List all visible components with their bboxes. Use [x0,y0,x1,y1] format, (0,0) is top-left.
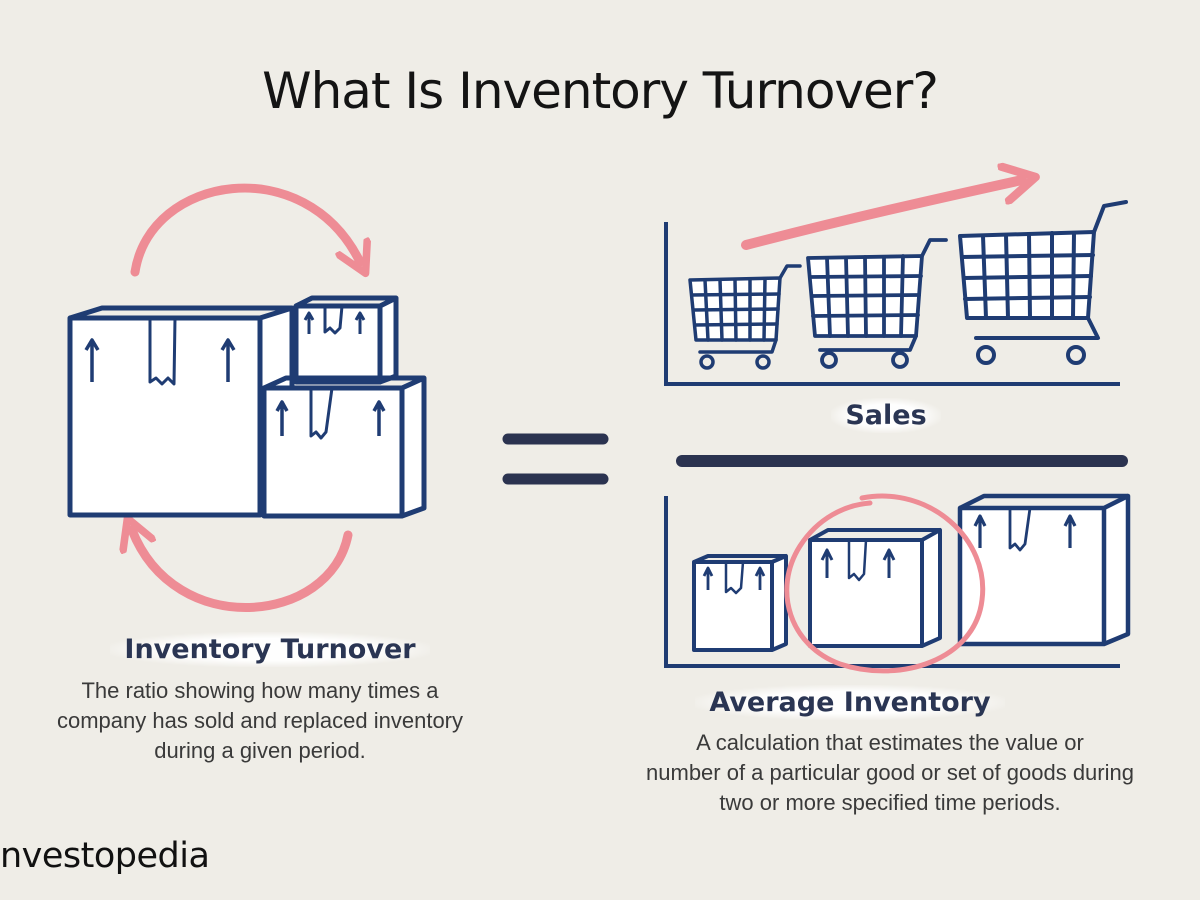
growth-arrow-icon [741,180,1022,250]
page-title: What Is Inventory Turnover? [262,62,939,120]
average-inventory-label-wrap: Average Inventory [660,685,1040,720]
cycle-arrow-bottom-icon [132,530,353,612]
sales-label-wrap: Sales [736,398,1036,433]
inventory-box-large-icon [957,493,1131,647]
average-inventory-description: A calculation that estimates the value o… [590,728,1190,818]
equals-icon [502,433,609,485]
description-line: two or more specified time periods. [719,790,1061,815]
sales-label: Sales [831,398,941,433]
description-line: The ratio showing how many times a [81,678,439,703]
inventory-turnover-description: The ratio showing how many times a compa… [0,676,520,766]
description-line: number of a particular good or set of go… [646,760,1134,785]
inventory-turnover-label-wrap: Inventory Turnover [40,632,500,667]
shopping-cart-small-icon [688,264,802,370]
box-small-icon [293,295,399,385]
inventory-chart-axes [664,496,1120,668]
shopping-cart-medium-icon [806,238,948,369]
brand-logo: nvestopedia [0,836,210,876]
description-line: company has sold and replaced inventory [56,708,464,733]
inventory-box-small-icon [692,554,788,652]
inventory-box-medium-icon [808,528,942,648]
box-large-icon [67,305,295,518]
inventory-turnover-label: Inventory Turnover [110,632,430,667]
box-medium-icon [261,375,427,519]
cycle-arrow-top-icon [130,183,360,272]
highlight-circle-icon [784,493,986,674]
description-line: during a given period. [154,738,366,763]
average-inventory-label: Average Inventory [695,685,1005,720]
description-line: A calculation that estimates the value o… [696,730,1084,755]
shopping-cart-large-icon [958,200,1128,365]
sales-chart-axes [664,222,1120,386]
